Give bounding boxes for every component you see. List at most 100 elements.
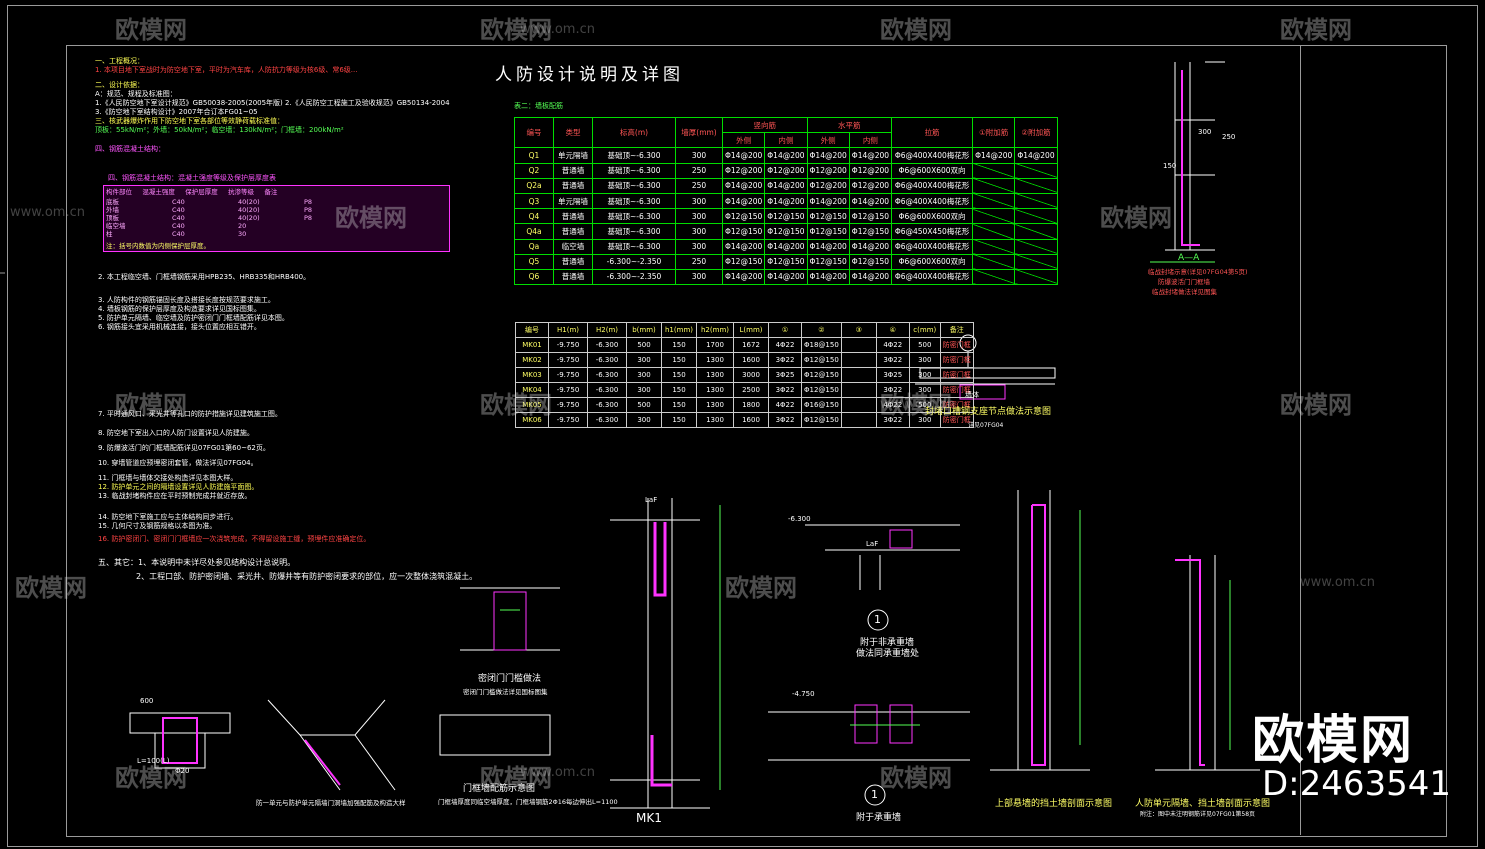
pt-h3: 抗渗等级 <box>228 188 255 196</box>
note-n13: 13. 临战封堵构件应在平时预制完成并就近存放。 <box>98 492 252 500</box>
table-cell: -6.300 <box>587 397 627 413</box>
watermark-brand-13: 欧模网 <box>115 764 187 792</box>
table-cell: 500 <box>626 397 662 413</box>
table-header-cell: h1(mm) <box>661 322 697 338</box>
table-cell: Φ12@150 <box>806 208 850 225</box>
table-cell <box>1014 162 1058 179</box>
table-cell: 1672 <box>733 337 769 353</box>
circle-num-2: 1 <box>871 788 878 801</box>
table-cell <box>972 177 1016 194</box>
aa-dim-300: 300 <box>1198 128 1212 136</box>
pt-h2: 保护层厚度 <box>185 188 218 196</box>
table-cell: Φ6@400X400梅花形 <box>891 268 974 286</box>
table-cell: Φ12@150 <box>764 253 808 270</box>
table-cell <box>1014 223 1058 240</box>
table-header-cell: h2(mm) <box>696 322 734 338</box>
note-s3-text: 顶板：55kN/m²；外墙：50kN/m²；临空墙：130kN/m²；门框墙：2… <box>95 126 344 134</box>
table-cell: 3Φ22 <box>768 382 802 398</box>
brand-logo: 欧模网 <box>1252 711 1415 771</box>
table-cell: 1300 <box>696 382 734 398</box>
wt-h1: 类型 <box>553 116 593 149</box>
table-cell: Φ14@200 <box>848 147 893 164</box>
table-cell: 150 <box>661 412 697 428</box>
table-cell: 150 <box>661 382 697 398</box>
wt-h2: 标高(m) <box>592 116 676 149</box>
table-cell: Φ12@200 <box>806 162 850 179</box>
table-cell: -9.750 <box>548 412 588 428</box>
table-cell <box>1014 177 1058 194</box>
table-cell: Φ6@600X600双向 <box>891 208 974 225</box>
table-cell: 300 <box>626 367 662 383</box>
table-cell: C40 <box>172 214 185 222</box>
table-cell: 柱 <box>106 230 113 238</box>
table-cell: P8 <box>304 198 313 206</box>
note-s2a: A：规范、规程及标准图： <box>95 90 177 98</box>
table-header-cell: ① <box>768 322 802 338</box>
table-cell: MK03 <box>515 367 549 383</box>
note-s1-text: 1. 本项目地下室战时为防空地下室，平时为汽车库，人防抗力等级为核6级、常6级.… <box>95 66 358 74</box>
watermark-brand-7: 欧模网 <box>115 391 187 419</box>
table-cell: 30 <box>238 230 247 238</box>
table-cell: 1300 <box>696 367 734 383</box>
table-cell: 基础顶~-6.300 <box>592 192 676 210</box>
table-cell: 防密门框 <box>939 412 974 428</box>
table-cell: 基础顶~-6.300 <box>592 208 676 225</box>
table-cell: Q2a <box>514 177 554 194</box>
table-cell: Φ12@200 <box>806 177 850 194</box>
watermark-url-4: www.om.cn <box>1300 575 1375 590</box>
note-n10: 10. 穿墙管道应预埋密闭套管，做法详见07FG04。 <box>98 459 258 467</box>
corner-detail-note: 防一单元与防护单元隔墙门洞墙加强配筋及构造大样 <box>256 799 406 807</box>
table-cell: Q4a <box>514 223 554 240</box>
table-cell: -6.300 <box>587 352 627 368</box>
aa-note-3: 临战封堵做法详见图集 <box>1152 288 1217 296</box>
table-cell: 单元隔墙 <box>553 147 593 164</box>
table-cell: Φ14@200 <box>848 238 893 255</box>
table-cell: 2500 <box>733 382 769 398</box>
wt-sh7: 内侧 <box>848 132 893 149</box>
table-cell: C40 <box>172 230 185 238</box>
table-cell: 300 <box>675 192 723 210</box>
elev-4750: -4.750 <box>792 690 815 698</box>
circle-num-1: 1 <box>874 613 881 626</box>
watermark-brand-15: 欧模网 <box>880 764 952 792</box>
table-cell: 300 <box>626 352 662 368</box>
table-cell: Φ12@150 <box>848 208 893 225</box>
table-cell <box>1014 268 1058 286</box>
wt-h0: 编号 <box>514 116 554 149</box>
table-cell: Φ14@200 <box>721 147 766 164</box>
lsf-label-2: LaF <box>645 496 658 504</box>
wt-h9: ①附加筋 <box>972 116 1016 149</box>
table-cell: C40 <box>172 206 185 214</box>
table-cell: -6.300 <box>587 412 627 428</box>
table-cell: Q3 <box>514 192 554 210</box>
table-cell: Φ14@200 <box>721 192 766 210</box>
table-cell: 普通墙 <box>553 253 593 270</box>
wt-h4: 竖向筋 <box>722 116 808 134</box>
door-threshold-title: 密闭门门槛做法 <box>478 674 542 684</box>
table-cell: Φ6@600X600双向 <box>891 162 974 179</box>
watermark-url-5: www.om.cn <box>520 765 595 780</box>
watermark-brand-11: 欧模网 <box>15 574 87 602</box>
table-cell: Φ12@200 <box>764 162 808 179</box>
elev-6300: -6.300 <box>788 515 811 523</box>
mk1-label: MK1 <box>636 811 662 825</box>
table-cell: 250 <box>675 162 723 179</box>
frame-detail-note: 门框墙厚度同临空墙厚度，门框墙钢筋2Φ16每边伸出L=1100 <box>438 798 618 806</box>
table-cell: Φ12@150 <box>806 253 850 270</box>
table-cell: 普通墙 <box>553 177 593 194</box>
table-cell: 外墙 <box>106 206 119 214</box>
frame-detail-title: 门框墙配筋示意图 <box>463 784 536 794</box>
table-cell: Φ6@400X400梅花形 <box>891 192 974 210</box>
seal-wall-label: 墙体 <box>965 391 979 399</box>
table-cell: Φ14@200 <box>764 238 808 255</box>
watermark-brand-12: 欧模网 <box>725 574 797 602</box>
table-cell: 40(20) <box>238 198 260 206</box>
table-cell: Q6 <box>514 268 554 286</box>
note-n11: 11. 门框墙与墙体交接处构造详见本图大样。 <box>98 474 238 482</box>
note-n15: 15. 几何尺寸及钢筋规格以本图为准。 <box>98 522 217 530</box>
table-cell: 基础顶~-6.300 <box>592 223 676 240</box>
